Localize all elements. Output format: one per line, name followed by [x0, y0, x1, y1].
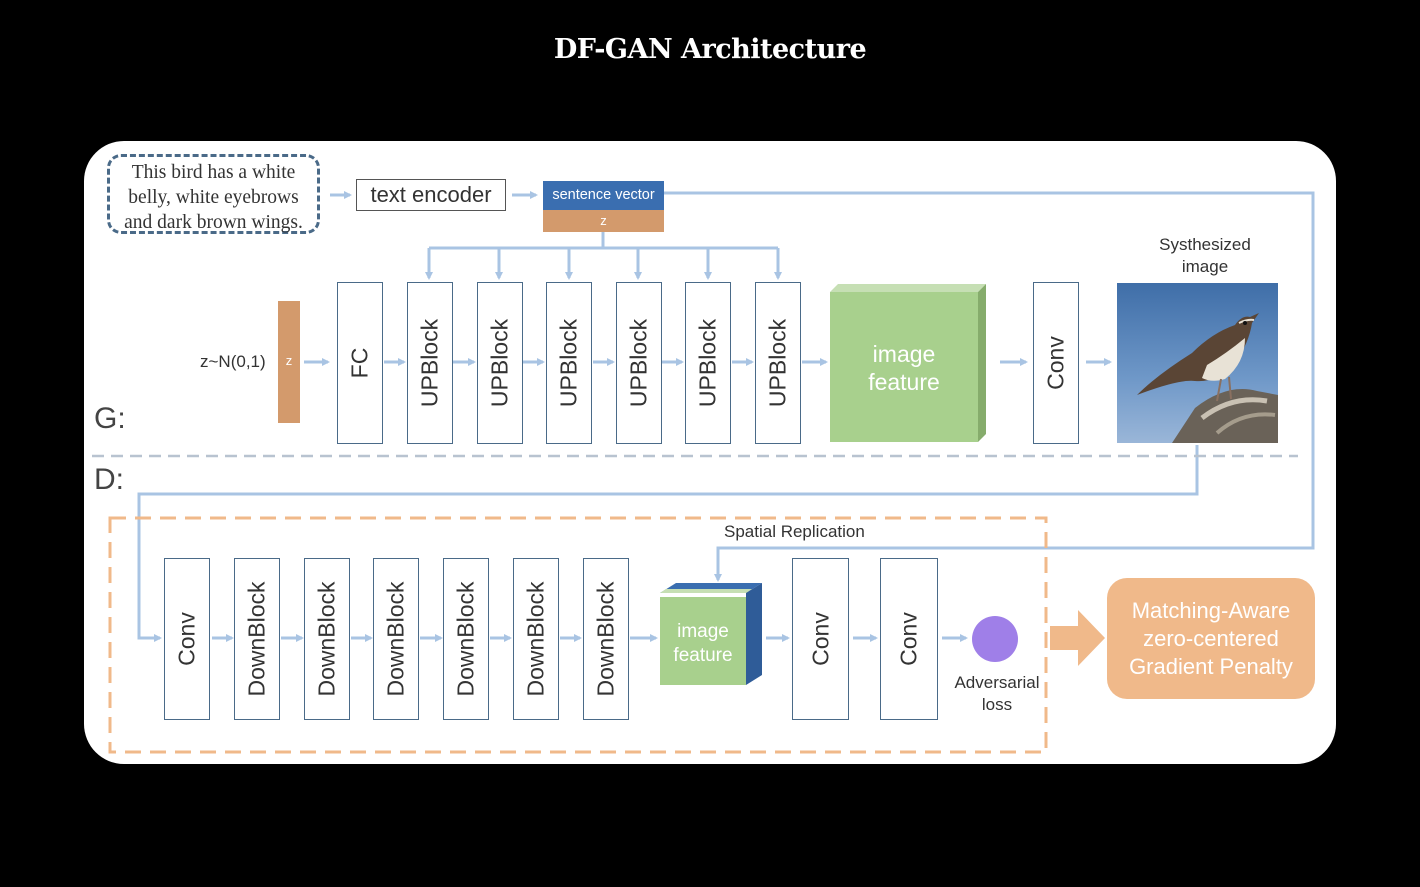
- downblock: DownBlock: [583, 558, 629, 720]
- text-prompt-line: belly, white eyebrows: [128, 187, 299, 208]
- text-prompt-line: This bird has a white: [131, 162, 296, 183]
- discriminator-conv-2-label: Conv: [895, 612, 922, 666]
- discriminator-conv-1: Conv: [792, 558, 849, 720]
- upblock-label: UPBlock: [764, 318, 791, 408]
- downblock: DownBlock: [373, 558, 419, 720]
- discriminator-conv-1-label: Conv: [807, 612, 833, 666]
- noise-z-bar: z: [278, 301, 300, 423]
- gradient-penalty-line: Matching-Aware: [1131, 598, 1291, 623]
- sentence-z: z: [543, 210, 664, 232]
- upblock: UPBlock: [755, 282, 801, 444]
- downblock-label: DownBlock: [452, 581, 479, 697]
- noise-label: z~N(0,1): [200, 352, 266, 371]
- generator-conv-label: Conv: [1042, 336, 1069, 390]
- text-prompt-line: and dark brown wings.: [124, 212, 303, 233]
- gradient-penalty-box: Matching-Aware zero-centered Gradient Pe…: [1107, 578, 1315, 699]
- discriminator-conv-in-label: Conv: [173, 612, 200, 666]
- generator-feature-line: image: [872, 341, 936, 367]
- page-title: DF-GAN Architecture: [553, 34, 867, 65]
- gradient-penalty-line: Gradient Penalty: [1129, 654, 1293, 679]
- noise-z-label: z: [285, 353, 293, 368]
- discriminator-image-feature: [660, 583, 762, 685]
- upblock: UPBlock: [546, 282, 592, 444]
- spatial-replication-label: Spatial Replication: [724, 522, 865, 541]
- fc-block: FC: [337, 282, 383, 444]
- synthesized-bird-image: [1117, 283, 1278, 443]
- upblock-label: UPBlock: [416, 318, 443, 408]
- generator-feature-label: image feature: [830, 340, 978, 396]
- upblock-label: UPBlock: [625, 318, 652, 408]
- upblock: UPBlock: [685, 282, 731, 444]
- adversarial-loss-label: Adversarial loss: [945, 672, 1049, 716]
- sentence-vector-label: sentence vector: [552, 187, 655, 203]
- downblock: DownBlock: [304, 558, 350, 720]
- upblock-label: UPBlock: [555, 318, 582, 408]
- sentence-z-label: z: [600, 213, 607, 228]
- sentence-vector: sentence vector: [543, 181, 664, 210]
- adversarial-loss-line: loss: [981, 695, 1013, 714]
- downblock: DownBlock: [234, 558, 280, 720]
- text-prompt: This bird has a white belly, white eyebr…: [107, 154, 320, 234]
- text-encoder-label: text encoder: [370, 182, 492, 207]
- generator-feature-line: feature: [868, 369, 940, 395]
- downblock-label: DownBlock: [313, 581, 340, 697]
- upblock: UPBlock: [407, 282, 453, 444]
- downblock-label: DownBlock: [592, 581, 619, 697]
- downblock-label: DownBlock: [382, 581, 409, 697]
- gradient-penalty-label: Matching-Aware zero-centered Gradient Pe…: [1107, 597, 1315, 681]
- discriminator-feature-label: image feature: [660, 620, 746, 668]
- synthesized-image-label: Systhesized image: [1130, 234, 1280, 278]
- text-encoder-box: text encoder: [356, 179, 506, 211]
- generator-conv: Conv: [1033, 282, 1079, 444]
- upblock: UPBlock: [616, 282, 662, 444]
- discriminator-conv-2: Conv: [880, 558, 938, 720]
- downblock-label: DownBlock: [522, 581, 549, 697]
- discriminator-conv-in: Conv: [164, 558, 210, 720]
- generator-image-feature: [830, 284, 986, 442]
- downblock: DownBlock: [513, 558, 559, 720]
- adversarial-loss-line: Adversarial: [954, 673, 1040, 692]
- upblock-label: UPBlock: [694, 318, 721, 408]
- downblock: DownBlock: [443, 558, 489, 720]
- upblock-label: UPBlock: [486, 318, 513, 408]
- upblock: UPBlock: [477, 282, 523, 444]
- adversarial-loss-dot: [972, 616, 1018, 662]
- synthesized-image-line: image: [1181, 257, 1229, 276]
- gradient-penalty-line: zero-centered: [1143, 626, 1279, 651]
- generator-label: G:: [94, 402, 126, 435]
- downblock-label: DownBlock: [243, 581, 270, 697]
- discriminator-feature-line: feature: [673, 645, 733, 666]
- discriminator-feature-line: image: [677, 621, 729, 642]
- fc-label: FC: [346, 347, 373, 379]
- discriminator-label: D:: [94, 463, 124, 496]
- synthesized-image-line: Systhesized: [1159, 235, 1251, 254]
